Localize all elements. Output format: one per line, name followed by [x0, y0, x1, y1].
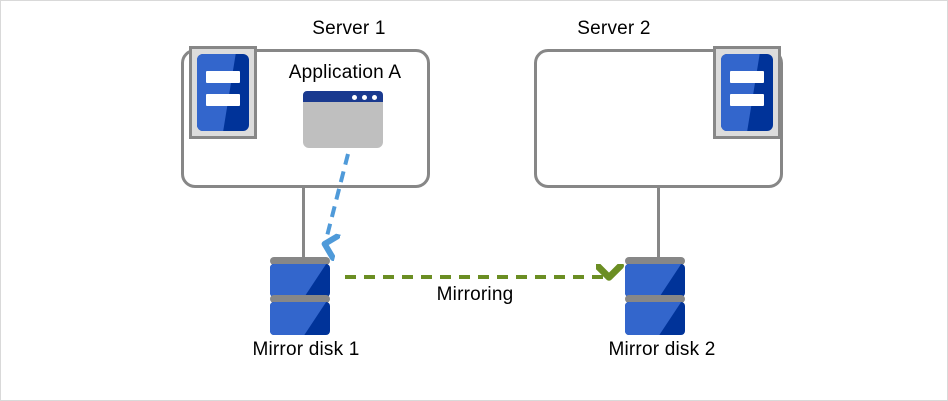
disk-plate: [270, 257, 330, 265]
disk-body: [625, 264, 685, 297]
app-window-body: [303, 102, 383, 148]
disk-body: [270, 302, 330, 335]
app-window-titlebar: [303, 91, 383, 102]
disk-plate: [625, 257, 685, 265]
disk-plate: [270, 295, 330, 303]
server1-to-disk1-connector: [302, 187, 305, 259]
app-window-dot-icon: [352, 94, 357, 100]
server2-to-disk2-connector: [657, 187, 660, 259]
server2-machine-icon: [713, 46, 781, 139]
application-a-title: Application A: [288, 62, 402, 83]
app-window-dot-icon: [362, 94, 367, 100]
server-icon-slot-bottom: [206, 94, 240, 106]
disk-plate: [625, 295, 685, 303]
disk-body: [270, 264, 330, 297]
server-icon-slot-bottom: [730, 94, 764, 106]
server-icon-slot-top: [730, 71, 764, 83]
mirror-disk-2-icon: [625, 257, 685, 337]
mirror-disk-1-icon: [270, 257, 330, 337]
server2-title: Server 2: [577, 18, 651, 39]
server-icon-body: [197, 54, 249, 131]
mirroring-label: Mirroring: [436, 284, 514, 305]
application-window-icon: [303, 91, 383, 148]
app-window-dot-icon: [372, 94, 377, 100]
server1-machine-icon: [189, 46, 257, 139]
mirror-disk-2-label: Mirror disk 2: [608, 339, 716, 360]
server-icon-body: [721, 54, 773, 131]
disk-body: [625, 302, 685, 335]
server-icon-slot-top: [206, 71, 240, 83]
mirror-disk-1-label: Mirror disk 1: [252, 339, 360, 360]
server1-title: Server 1: [312, 18, 386, 39]
